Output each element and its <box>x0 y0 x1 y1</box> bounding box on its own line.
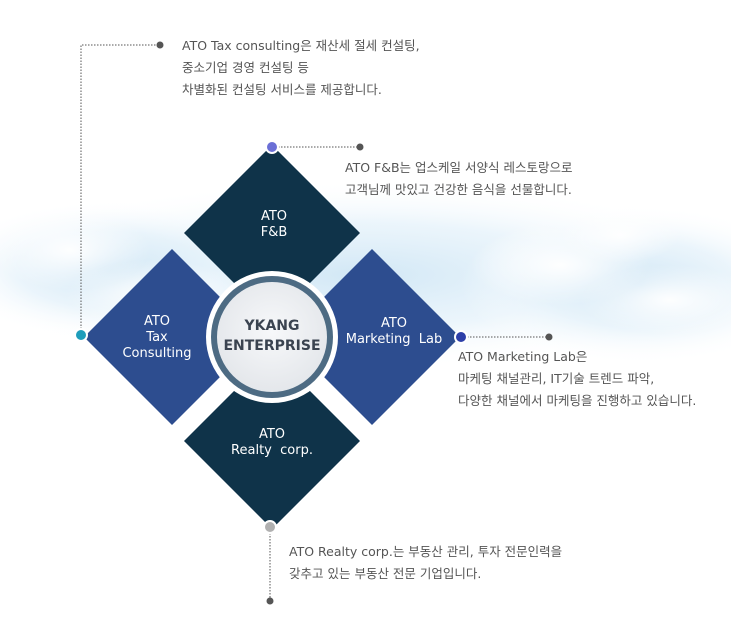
connector-tax-end-dot <box>156 41 164 49</box>
center-line2: ENTERPRISE <box>223 338 321 354</box>
tile-realty[interactable] <box>184 353 360 529</box>
desc-tax-line: 차별화된 컨설팅 서비스를 제공합니다. <box>182 82 382 97</box>
tile-marketing-line2: Marketing Lab <box>345 332 443 347</box>
center-line1: YKANG <box>244 318 300 334</box>
desc-marketing: ATO Marketing Lab은 마케팅 채널관리, IT기술 트렌드 파악… <box>458 346 696 412</box>
connector-marketing-end-dot <box>545 333 553 341</box>
tile-marketing-label: ATO Marketing Lab <box>346 316 443 348</box>
desc-fnb: ATO F&B는 업스케일 서양식 레스토랑으로 고객님께 맛있고 건강한 음식… <box>345 157 572 201</box>
desc-tax-line: 중소기업 경영 컨설팅 등 <box>182 60 309 75</box>
desc-fnb-line: ATO F&B는 업스케일 서양식 레스토랑으로 <box>345 160 573 175</box>
center-label: YKANG ENTERPRISE <box>223 316 320 356</box>
tax-anchor-dot[interactable] <box>74 328 88 342</box>
realty-anchor-dot[interactable] <box>263 520 277 534</box>
desc-realty: ATO Realty corp.는 부동산 관리, 투자 전문인력을 갖추고 있… <box>289 541 562 585</box>
tile-tax-line1: ATO <box>143 314 171 329</box>
tile-tax-line2: Tax <box>146 330 168 345</box>
tile-fnb-label: ATO F&B <box>261 209 288 241</box>
tile-realty-label: ATO Realty corp. <box>231 427 313 459</box>
desc-realty-line: ATO Realty corp.는 부동산 관리, 투자 전문인력을 <box>289 544 563 559</box>
marketing-anchor-dot[interactable] <box>454 330 468 344</box>
tile-tax-label: ATO Tax Consulting <box>122 314 191 362</box>
tile-realty-line1: ATO <box>258 427 286 442</box>
fnb-anchor-dot[interactable] <box>265 140 279 154</box>
tile-marketing-line1: ATO <box>380 316 408 331</box>
connector-tax <box>80 44 160 335</box>
tile-marketing[interactable] <box>284 249 460 425</box>
connector-fnb-end-dot <box>356 143 364 151</box>
desc-marketing-line: 다양한 채널에서 마케팅을 진행하고 있습니다. <box>458 393 697 408</box>
tile-tax-line3: Consulting <box>122 346 192 361</box>
tile-fnb[interactable] <box>184 145 360 321</box>
desc-realty-line: 갖추고 있는 부동산 전문 기업입니다. <box>289 566 482 581</box>
desc-tax-line: ATO Tax consulting은 재산세 절세 컨설팅, <box>182 38 420 53</box>
desc-tax: ATO Tax consulting은 재산세 절세 컨설팅, 중소기업 경영 … <box>182 35 420 101</box>
tile-realty-line2: Realty corp. <box>231 443 313 458</box>
connector-realty-end-dot <box>266 597 274 605</box>
center-circle[interactable] <box>217 282 327 392</box>
desc-marketing-line: ATO Marketing Lab은 <box>458 349 588 364</box>
desc-marketing-line: 마케팅 채널관리, IT기술 트렌드 파악, <box>458 371 655 386</box>
desc-fnb-line: 고객님께 맛있고 건강한 음식을 선물합니다. <box>345 182 572 197</box>
tile-tax[interactable] <box>84 249 260 425</box>
tile-fnb-line1: ATO <box>260 209 288 224</box>
tile-fnb-line2: F&B <box>260 225 288 240</box>
